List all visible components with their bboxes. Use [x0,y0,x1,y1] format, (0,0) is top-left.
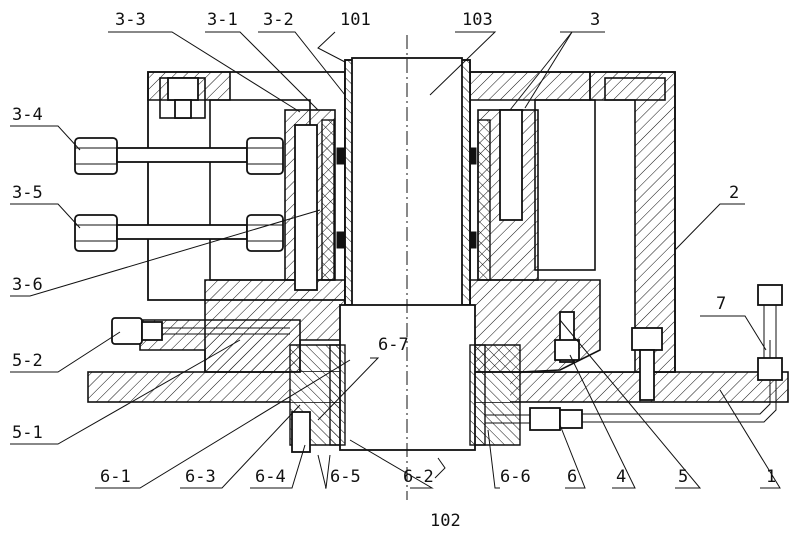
label-103: 103 [462,10,493,30]
label-6-6: 6-6 [500,467,531,487]
label-3: 3 [590,10,600,30]
label-3-3: 3-3 [115,10,146,30]
label-3-4: 3-4 [12,105,43,125]
bolt-6-4 [292,412,310,452]
label-1: 1 [766,467,776,487]
label-3-5: 3-5 [12,183,43,203]
label-4: 4 [616,467,626,487]
label-5: 5 [678,467,688,487]
fitting-7 [758,285,782,380]
label-6-4: 6-4 [255,467,286,487]
label-6-7: 6-7 [378,335,409,355]
label-6-2: 6-2 [403,467,434,487]
label-2: 2 [729,183,739,203]
label-5-2: 5-2 [12,351,43,371]
label-101: 101 [340,10,371,30]
label-6-5: 6-5 [330,467,361,487]
label-6-3: 6-3 [185,467,216,487]
label-3-2: 3-2 [263,10,294,30]
label-3-6: 3-6 [12,275,43,295]
label-102: 102 [430,511,461,531]
label-3-1: 3-1 [207,10,238,30]
label-7: 7 [716,294,726,314]
label-5-1: 5-1 [12,423,43,443]
label-6: 6 [567,467,577,487]
label-6-1: 6-1 [100,467,131,487]
